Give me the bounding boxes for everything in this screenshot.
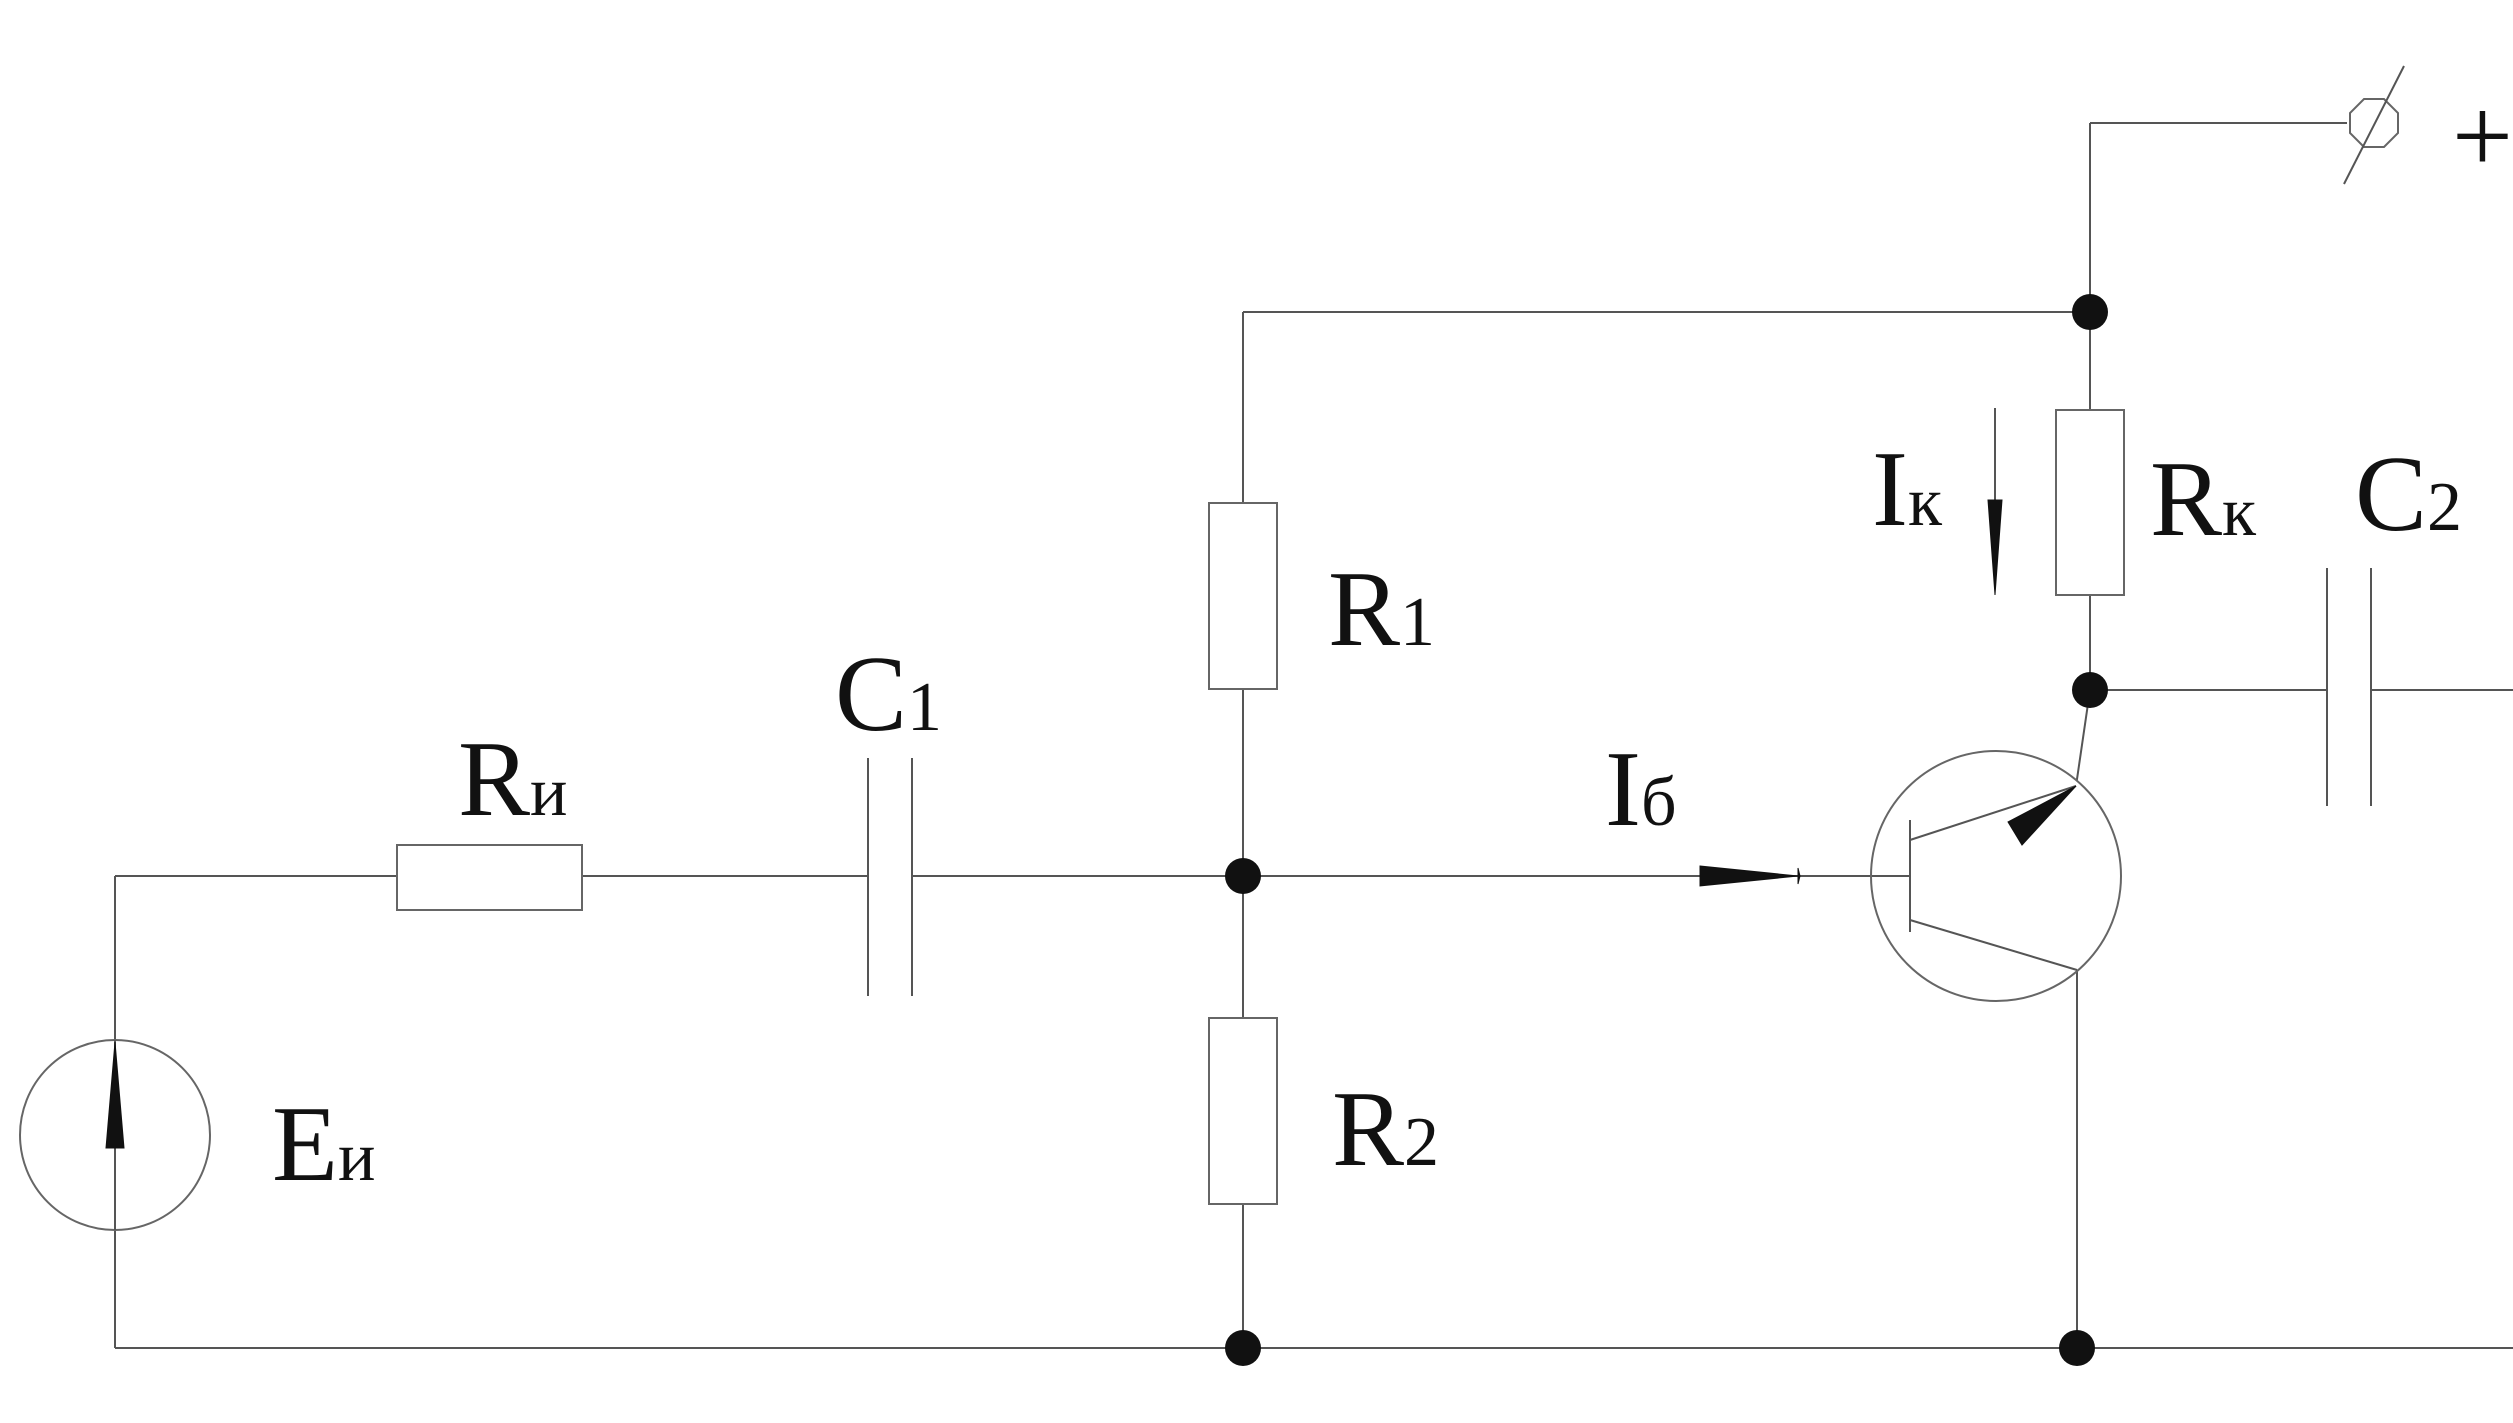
junction-dot [1225,1330,1261,1366]
label-capacitor-c2: C2 [2355,435,2462,554]
supply-terminal [2343,65,2405,185]
label-resistor-ri: Rи [458,720,568,839]
capacitor-c1 [867,758,913,996]
junction-dot [2059,1330,2095,1366]
junction-dot [1225,858,1261,894]
resistor-r2 [1208,1017,1278,1205]
junctions [1225,294,2108,1366]
label-supply-plus: + [2452,77,2513,196]
junction-dot [2072,672,2108,708]
base-current-arrow-icon [1797,867,1801,885]
label-resistor-rk: Rк [2150,440,2257,559]
source-arrow-icon [105,1041,125,1149]
label-base-current: Iб [1605,730,1677,849]
wires [114,122,2513,1349]
label-source: Eи [272,1085,375,1204]
resistor-ri [396,844,583,911]
base-current-arrow-head-icon [1699,865,1799,887]
label-resistor-r1: R1 [1328,550,1435,669]
junction-dot [2072,294,2108,330]
label-resistor-r2: R2 [1332,1070,1439,1189]
resistor-rk [2055,409,2125,596]
transistor-arrow-icon [2007,785,2077,846]
resistor-r1 [1208,502,1278,690]
transistor-emitter-line [1909,919,2078,971]
label-collector-current: Iк [1872,430,1943,549]
collector-current-arrow-icon [1987,499,2003,596]
transistor-collector-line [1909,785,2077,841]
label-capacitor-c1: C1 [835,635,942,754]
voltage-source [19,1039,211,1231]
capacitor-c2 [2326,568,2372,806]
transistor [1870,750,2122,1002]
